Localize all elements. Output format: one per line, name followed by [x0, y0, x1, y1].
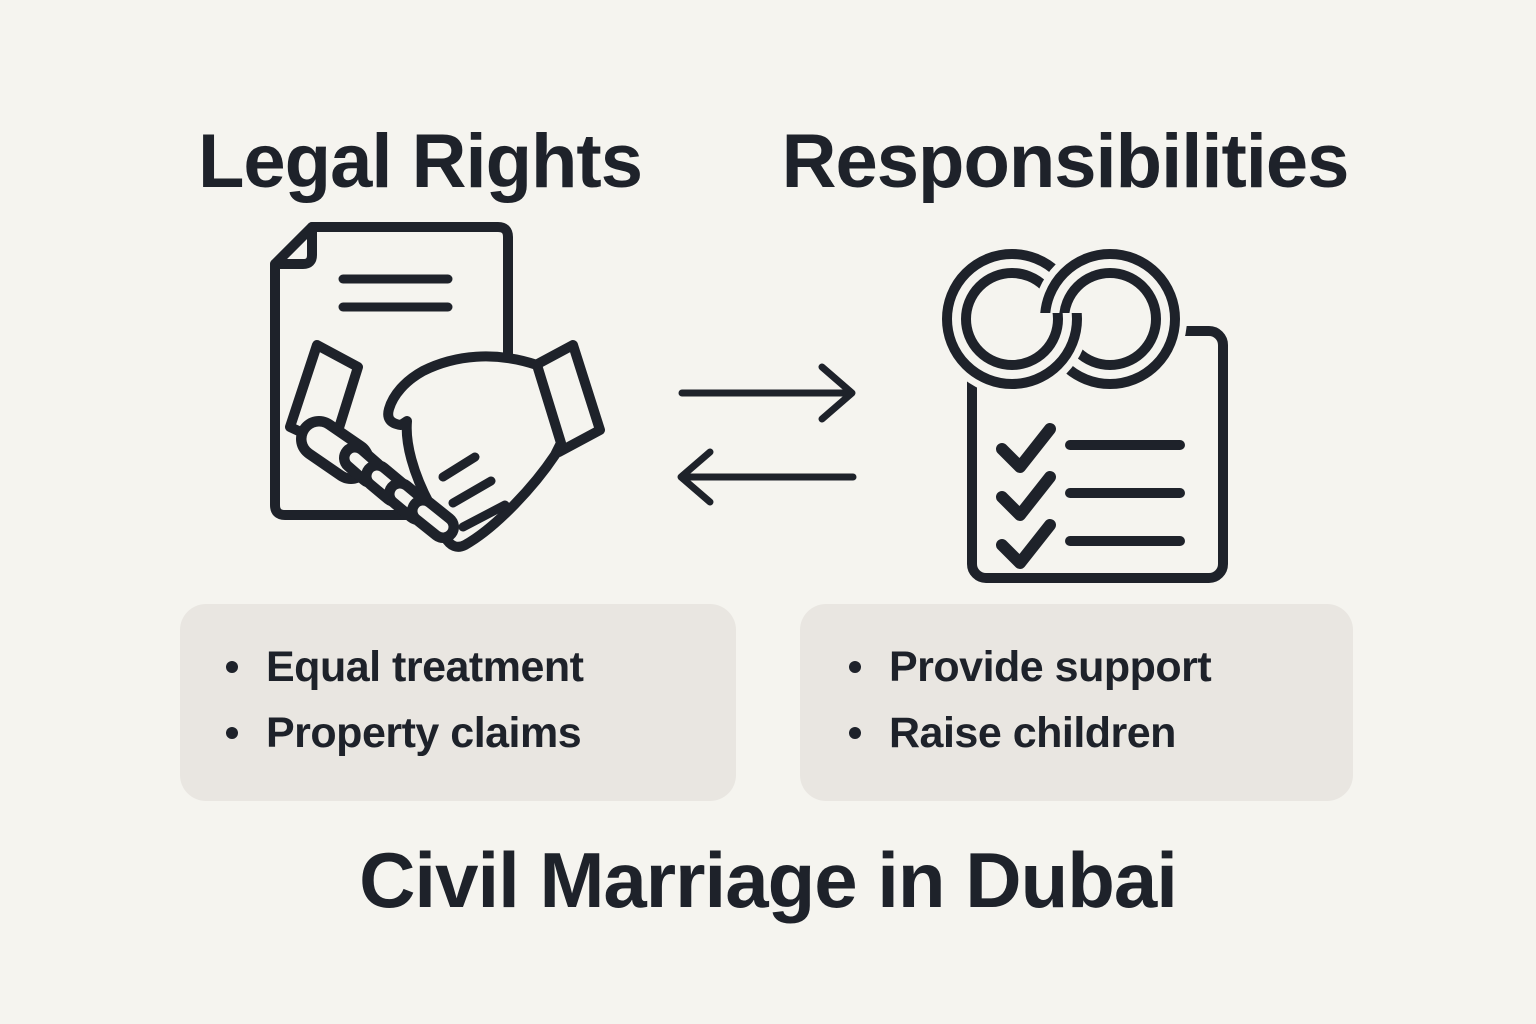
list-item: Raise children: [849, 700, 1353, 766]
list-item: Provide support: [849, 634, 1353, 700]
card-responsibilities: Provide support Raise children: [800, 604, 1353, 801]
heading-responsibilities: Responsibilities: [781, 119, 1350, 204]
bullet-text: Provide support: [889, 642, 1212, 691]
bullet-text: Raise children: [889, 708, 1176, 757]
arrow-right-icon: [678, 363, 856, 423]
bullet-dot: [226, 727, 238, 739]
arrow-left-icon: [677, 448, 857, 506]
list-item: Equal treatment: [226, 634, 736, 700]
bullet-dot: [226, 661, 238, 673]
bullet-dot: [849, 661, 861, 673]
bullet-text: Equal treatment: [266, 642, 584, 691]
page-title: Civil Marriage in Dubai: [359, 836, 1178, 924]
heading-legal-rights: Legal Rights: [197, 119, 643, 204]
bidirectional-arrows-icon: [677, 363, 857, 506]
bullet-text: Property claims: [266, 708, 582, 757]
card-legal-rights: Equal treatment Property claims: [180, 604, 736, 801]
list-item: Property claims: [226, 700, 736, 766]
bullet-dot: [849, 727, 861, 739]
contract-handshake-icon: [270, 222, 605, 552]
rings-checklist-icon: [935, 242, 1228, 583]
